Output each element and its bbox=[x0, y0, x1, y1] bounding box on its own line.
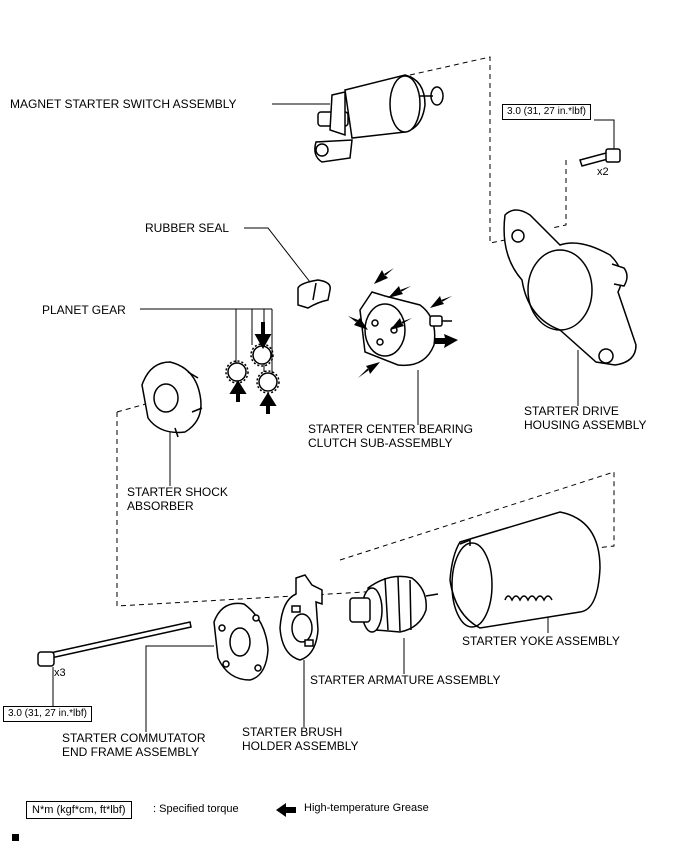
label-rubber-seal: RUBBER SEAL bbox=[145, 221, 230, 235]
label-magnet-switch: MAGNET STARTER SWITCH ASSEMBLY bbox=[10, 97, 237, 111]
rubber-seal-drawing bbox=[297, 279, 331, 309]
label-shock-absorber-line1: STARTER SHOCK bbox=[127, 485, 228, 499]
label-brush-holder-line1: STARTER BRUSH bbox=[242, 725, 343, 739]
label-center-bearing: STARTER CENTER BEARING CLUTCH SUB-ASSEMB… bbox=[308, 422, 473, 450]
torque-qty-upper: x2 bbox=[597, 166, 609, 178]
label-commutator: STARTER COMMUTATOR END FRAME ASSEMBLY bbox=[62, 731, 206, 759]
label-commutator-line1: STARTER COMMUTATOR bbox=[62, 731, 206, 745]
label-center-bearing-line2: CLUTCH SUB-ASSEMBLY bbox=[308, 436, 453, 450]
label-yoke: STARTER YOKE ASSEMBLY bbox=[462, 634, 620, 648]
magnet-switch-drawing bbox=[314, 74, 444, 163]
drive-housing-drawing bbox=[503, 209, 637, 366]
armature-drawing bbox=[349, 575, 439, 633]
label-drive-housing: STARTER DRIVE HOUSING ASSEMBLY bbox=[524, 404, 646, 432]
legend-units-box: N*m (kgf*cm, ft*lbf) bbox=[26, 801, 132, 819]
label-brush-holder-line2: HOLDER ASSEMBLY bbox=[242, 739, 359, 753]
label-center-bearing-line1: STARTER CENTER BEARING bbox=[308, 422, 473, 436]
brush-holder-drawing bbox=[279, 574, 323, 661]
torque-qty-lower: x3 bbox=[54, 667, 66, 679]
grease-arrows bbox=[229, 268, 458, 414]
grease-legend-arrow-icon bbox=[276, 803, 296, 817]
label-drive-housing-line1: STARTER DRIVE bbox=[524, 404, 619, 418]
label-brush-holder: STARTER BRUSH HOLDER ASSEMBLY bbox=[242, 725, 358, 753]
label-shock-absorber-line2: ABSORBER bbox=[127, 499, 194, 513]
through-bolt-drawing bbox=[37, 621, 192, 667]
torque-box-upper: 3.0 (31, 27 in.*lbf) bbox=[502, 104, 591, 120]
label-drive-housing-line2: HOUSING ASSEMBLY bbox=[524, 418, 647, 432]
yoke-drawing bbox=[449, 511, 601, 629]
center-bearing-clutch-drawing bbox=[359, 291, 452, 367]
legend-grease-desc: High-temperature Grease bbox=[304, 802, 429, 814]
planet-gears-drawing bbox=[225, 343, 280, 394]
label-planet-gear: PLANET GEAR bbox=[42, 303, 126, 317]
upper-bolt-drawing bbox=[579, 148, 621, 167]
leader-lines bbox=[52, 103, 615, 732]
shock-absorber-drawing bbox=[141, 361, 203, 438]
commutator-end-frame-drawing bbox=[213, 602, 269, 681]
label-commutator-line2: END FRAME ASSEMBLY bbox=[62, 745, 200, 759]
torque-box-lower: 3.0 (31, 27 in.*lbf) bbox=[3, 706, 92, 722]
legend-units-desc: : Specified torque bbox=[153, 803, 239, 815]
label-armature: STARTER ARMATURE ASSEMBLY bbox=[310, 673, 501, 687]
figure-id-mark bbox=[12, 834, 19, 841]
label-shock-absorber: STARTER SHOCK ABSORBER bbox=[127, 485, 228, 513]
